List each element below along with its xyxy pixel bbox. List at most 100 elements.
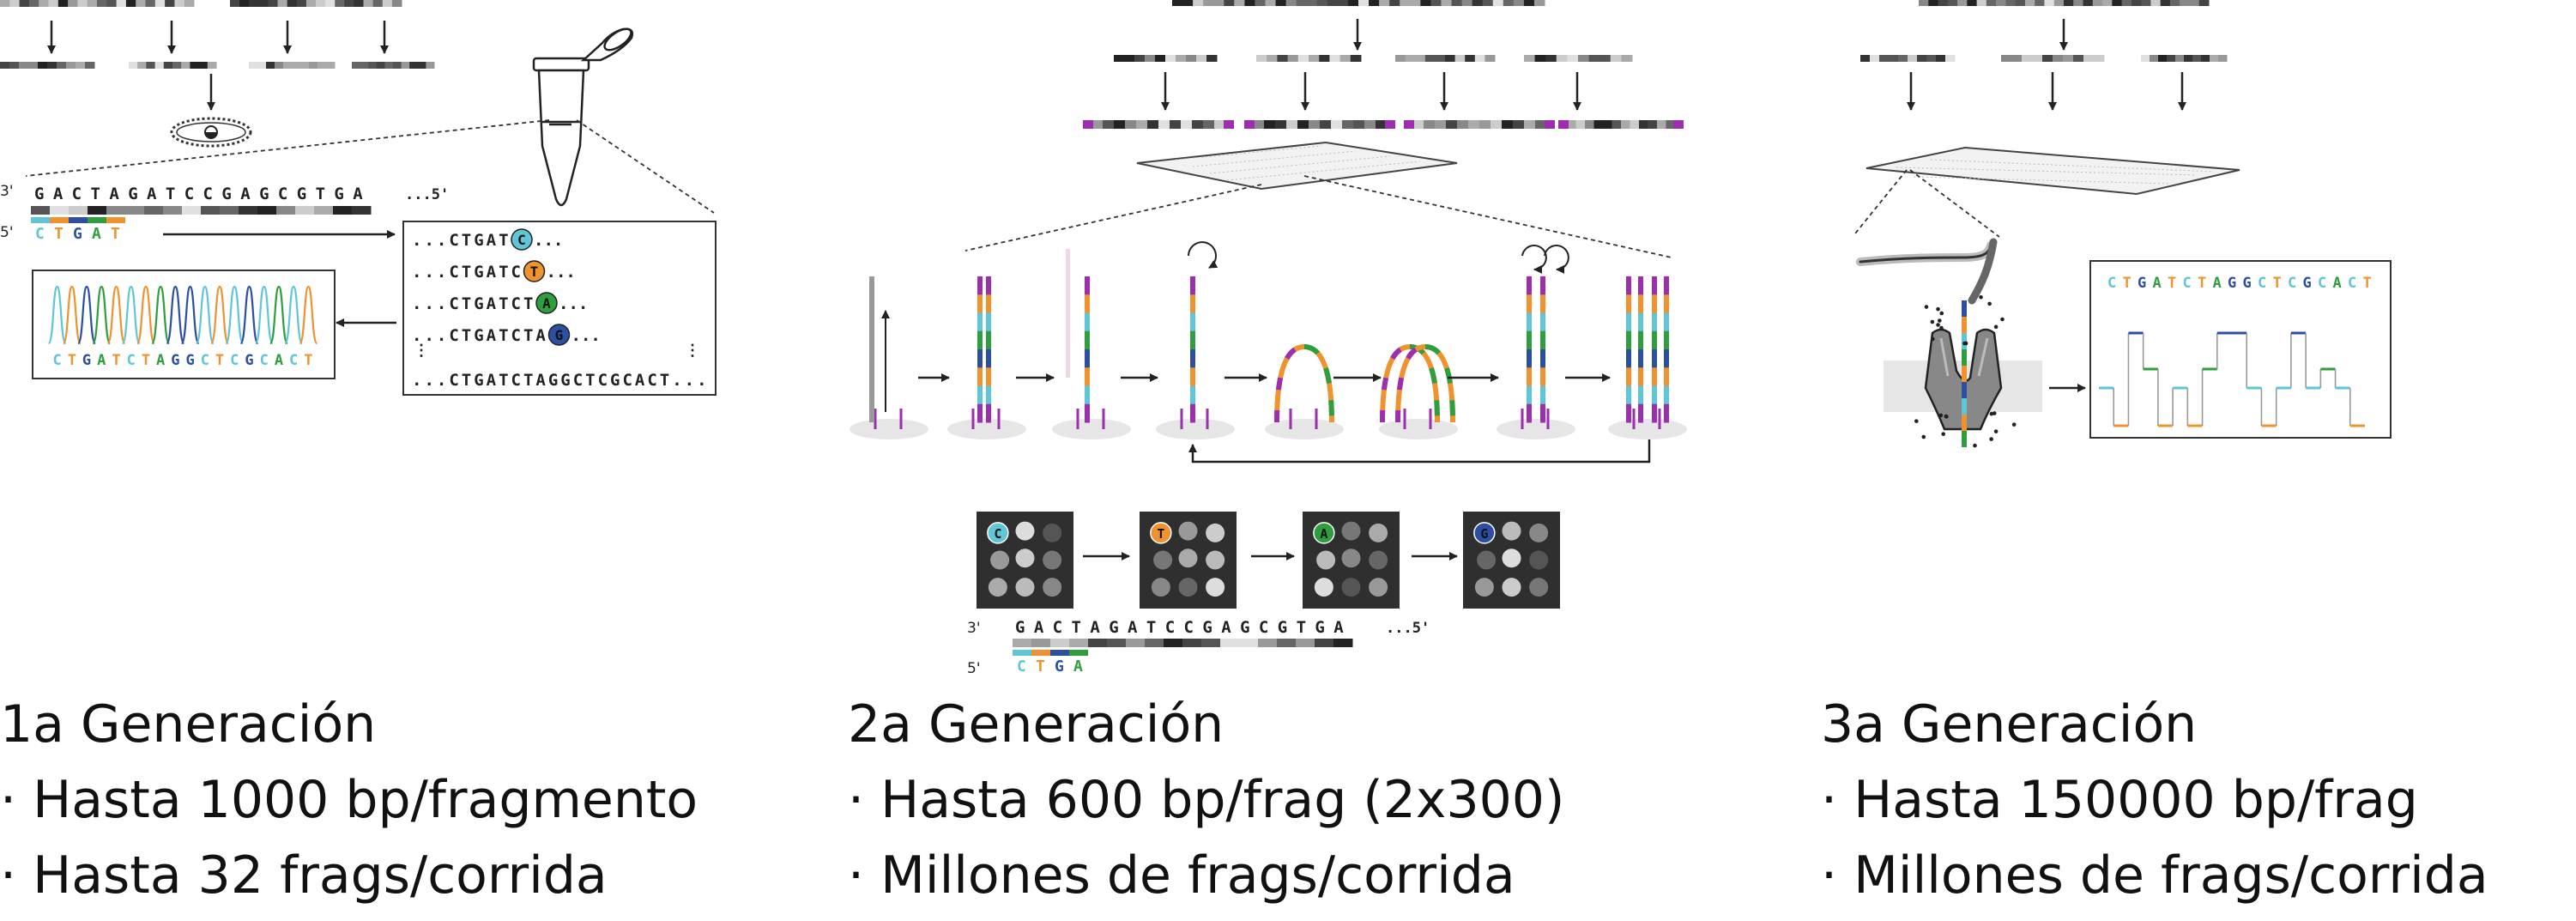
cluster-spot <box>1178 521 1198 541</box>
bar-segment <box>1513 120 1525 129</box>
strand-segment <box>1652 312 1657 332</box>
bar-segment <box>1234 0 1245 6</box>
bar-segment <box>1986 0 1997 6</box>
bar-segment <box>275 62 284 69</box>
bridge-arc-segment <box>1303 344 1334 423</box>
bar-segment <box>198 62 209 69</box>
strand-segment <box>1190 276 1195 295</box>
gen1-line1: · Hasta 1000 bp/fragmento <box>0 770 698 830</box>
bar-segment <box>1013 639 1032 647</box>
bar-segment <box>1224 0 1235 6</box>
read-base: A <box>2213 275 2222 292</box>
ddntp-base: T <box>530 264 539 280</box>
bar-segment <box>69 206 88 215</box>
cluster-spot <box>1316 550 1336 570</box>
bar-segment <box>344 0 354 7</box>
bar-segment <box>1193 0 1204 6</box>
bar-segment <box>2131 0 2142 6</box>
chromatogram-base: T <box>112 352 120 369</box>
bar-segment <box>2150 0 2162 6</box>
bar-segment <box>363 0 374 7</box>
cluster-spot <box>1206 523 1225 542</box>
bridge-arc <box>1274 343 1334 423</box>
bar-segment <box>352 206 372 215</box>
bar-segment <box>172 62 182 69</box>
strand-segment <box>1527 294 1532 313</box>
cluster-spot <box>1151 578 1170 597</box>
bar-segment <box>129 62 138 69</box>
chromatogram-base: A <box>156 352 165 369</box>
bar-segment <box>154 62 165 69</box>
surface-spot <box>1497 419 1575 439</box>
current-signal-trace <box>2099 331 2365 427</box>
cluster-spot <box>1314 578 1333 597</box>
bar-segment <box>19 62 29 69</box>
primer-base: C <box>1017 657 1026 676</box>
bar-segment <box>266 62 275 69</box>
read-base: T <box>2198 275 2206 292</box>
bar-segment <box>1114 55 1125 62</box>
bar-segment <box>1244 0 1255 6</box>
bar-segment <box>1358 0 1370 6</box>
cluster-spot <box>1369 578 1388 597</box>
bar-segment <box>409 62 419 69</box>
read-base: C <box>2183 275 2192 292</box>
bar-segment <box>2035 0 2045 6</box>
bar-segment <box>1898 55 1908 62</box>
chromatogram-peak <box>136 285 156 345</box>
gen3-line1: · Hasta 150000 bp/frag <box>1821 770 2418 830</box>
bar-segment <box>1296 0 1308 6</box>
fragment-bar <box>249 62 336 69</box>
bar-segment <box>2218 55 2228 62</box>
strand-segment <box>1638 330 1643 350</box>
bar-segment <box>258 0 269 7</box>
gen3-line2: · Millones de frags/corrida <box>1821 845 2488 906</box>
gen2-template-bar <box>1013 639 1353 647</box>
chromatogram-peak <box>121 285 141 345</box>
bar-segment <box>1435 120 1447 129</box>
bar-segment <box>393 62 402 69</box>
plasmid-icon <box>170 117 252 148</box>
chromatogram-peak <box>166 285 185 345</box>
strand-segment <box>1962 415 1967 431</box>
strand-segment <box>1664 367 1669 386</box>
cluster-spot <box>1341 578 1361 597</box>
strand-segment <box>1638 349 1643 368</box>
bar-segment <box>2112 0 2123 6</box>
bar-segment <box>283 62 293 69</box>
cycle-return-arrow <box>1188 439 1651 464</box>
bar-segment <box>1957 0 1968 6</box>
bar-segment <box>1158 120 1170 129</box>
bar-segment <box>1181 120 1193 129</box>
fragment-bar <box>2001 55 2105 62</box>
chromatogram-peak <box>151 285 171 345</box>
chromatogram-base: G <box>82 352 91 369</box>
bar-segment <box>1524 120 1536 129</box>
ion-dot <box>1989 437 1993 441</box>
bar-segment <box>1585 120 1594 129</box>
strand-segment <box>1085 403 1090 423</box>
bar-segment <box>295 206 315 215</box>
bend-arrow <box>1544 245 1569 274</box>
bar-segment <box>1164 639 1183 647</box>
strand-segment <box>986 330 991 350</box>
bar-segment <box>163 206 183 215</box>
imaging-square: A <box>1303 512 1400 609</box>
primer-base: G <box>1055 657 1064 676</box>
bar-segment <box>88 206 107 215</box>
adapter-right <box>1545 120 1555 129</box>
bar-segment <box>1165 55 1176 62</box>
bar-segment <box>1239 639 1259 647</box>
bar-segment <box>276 206 296 215</box>
strand-segment <box>1638 294 1643 313</box>
bar-segment <box>1333 639 1353 647</box>
strand-segment <box>1540 385 1545 405</box>
bar-segment <box>1938 0 1949 6</box>
bar-segment <box>28 62 39 69</box>
bar-segment <box>1870 55 1880 62</box>
chromatogram-peak <box>106 285 126 345</box>
bar-segment <box>360 62 369 69</box>
gen1-fragment-bars <box>0 0 435 69</box>
bar-segment <box>1069 639 1089 647</box>
